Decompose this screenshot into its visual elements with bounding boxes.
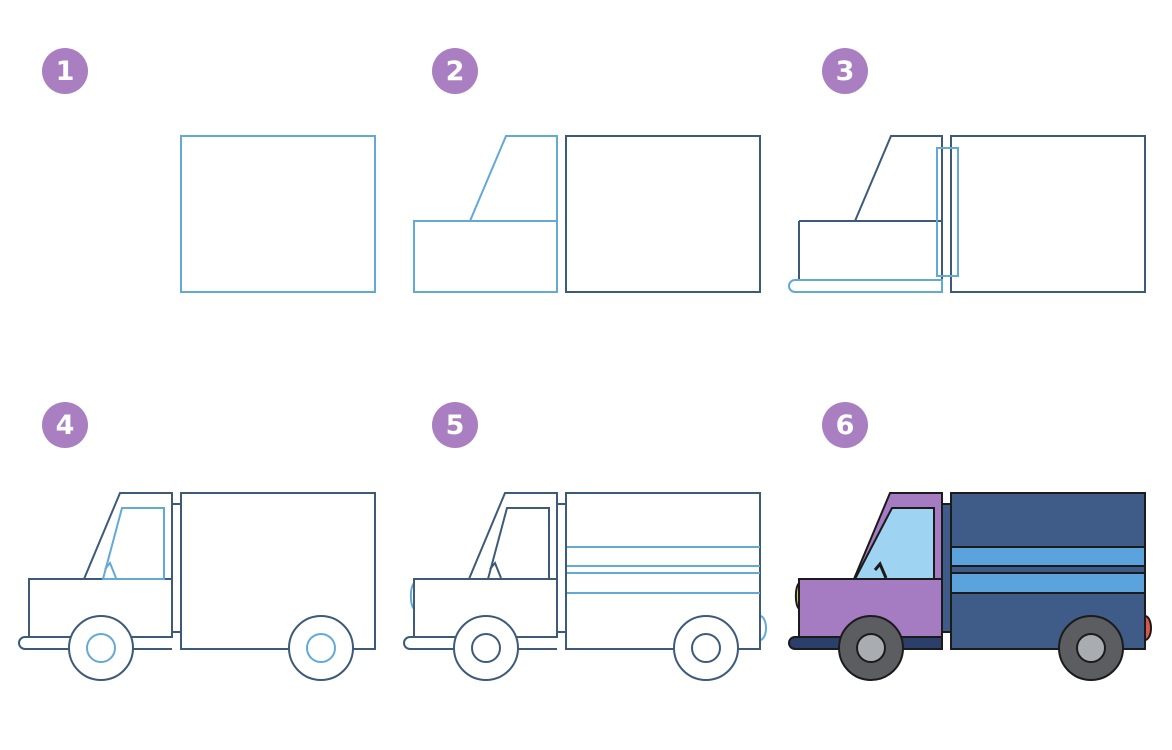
front-tire: [68, 615, 134, 681]
step-3-drawing: [788, 135, 1146, 293]
cab-window: [101, 507, 165, 580]
step-3-panel: 3: [785, 20, 1165, 380]
step-number-badge: 1: [42, 48, 88, 94]
front-hub: [471, 633, 501, 663]
cab-connector: [936, 147, 959, 277]
step-6-drawing: [788, 492, 1152, 681]
steering-wheel: [489, 561, 502, 579]
cargo-stripe-top: [950, 546, 1146, 567]
step-number-badge: 6: [822, 402, 868, 448]
front-tire: [453, 615, 519, 681]
cab-connector: [941, 503, 952, 633]
cargo-box: [565, 492, 761, 650]
step-1-panel: 1: [20, 20, 400, 380]
step-2-panel: 2: [400, 20, 780, 380]
steering-wheel: [873, 561, 888, 579]
cab-connector: [556, 503, 567, 633]
front-hub: [86, 633, 116, 663]
cargo-box: [180, 135, 376, 293]
cab-outline: [413, 135, 558, 293]
step-6-panel: 6: [785, 380, 1165, 740]
bumper: [403, 636, 557, 650]
step-5-panel: 5: [400, 380, 780, 740]
steering-wheel: [104, 561, 117, 579]
cargo-box: [950, 135, 1146, 293]
rear-hub: [1076, 633, 1106, 663]
rear-hub: [306, 633, 336, 663]
step-5-drawing: [403, 492, 767, 681]
step-number-badge: 3: [822, 48, 868, 94]
step-4-panel: 4: [5, 380, 385, 740]
taillight: [759, 615, 767, 641]
cab-window: [486, 507, 550, 580]
cab-connector: [171, 503, 182, 633]
cab-window: [853, 507, 935, 580]
step-number-badge: 4: [42, 402, 88, 448]
taillight: [1144, 614, 1152, 642]
cargo-box: [180, 492, 376, 650]
headlight: [409, 582, 415, 610]
rear-tire: [288, 615, 354, 681]
cab-outline: [798, 135, 943, 292]
cargo-box: [565, 135, 761, 293]
front-hub: [856, 633, 886, 663]
cargo-stripe-bottom: [950, 572, 1146, 594]
rear-tire: [673, 615, 739, 681]
step-1-drawing: [180, 135, 376, 293]
step-number-badge: 5: [432, 402, 478, 448]
cargo-stripes: [566, 546, 760, 594]
cargo-box: [950, 492, 1146, 650]
bumper: [788, 279, 943, 293]
step-4-drawing: [18, 492, 376, 681]
step-2-drawing: [413, 135, 761, 293]
bumper: [18, 636, 172, 650]
rear-hub: [691, 633, 721, 663]
step-number-badge: 2: [432, 48, 478, 94]
